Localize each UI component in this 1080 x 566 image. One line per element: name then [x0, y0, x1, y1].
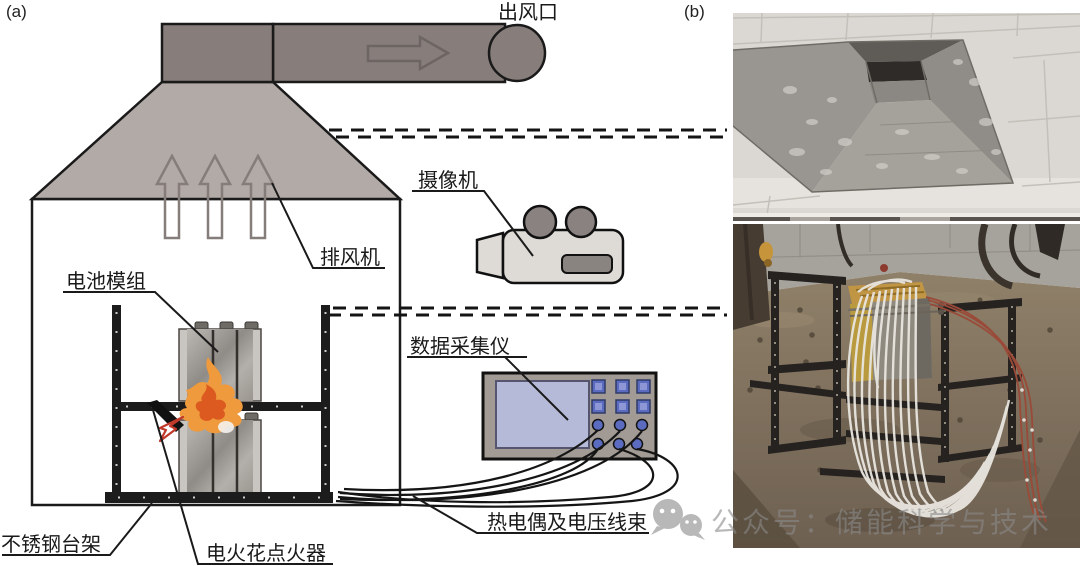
- hood-photo-shape: [733, 39, 1015, 193]
- panel-b-tag: (b): [684, 2, 705, 21]
- flame-icon: [179, 357, 243, 434]
- watermark: 公众号：储能科学与技术: [651, 499, 1052, 540]
- video-camera-icon: [475, 204, 625, 285]
- rig-frame-holes: [774, 282, 1013, 458]
- background-structures: [733, 224, 1065, 330]
- voltage-wires-red: [925, 296, 1047, 523]
- wall-block-lines: [733, 224, 1080, 259]
- ceiling-tile-lines: [733, 13, 1080, 221]
- duct-flow-arrow-icon: [366, 34, 451, 72]
- panel-a-tag: (a): [6, 2, 27, 21]
- label-data-acquisition: 数据采集仪: [410, 335, 510, 358]
- label-air-outlet: 出风口: [498, 1, 558, 24]
- wall-ledge: [733, 213, 1080, 218]
- rig-frame: [750, 271, 1022, 483]
- photo-exhaust-hood: [733, 13, 1080, 221]
- fan-housing: [160, 22, 275, 84]
- label-camera: 摄像机: [418, 169, 478, 192]
- air-outlet-opening: [487, 23, 547, 83]
- photo-floor: [733, 272, 1080, 548]
- label-spark-igniter: 电火花点火器: [206, 542, 326, 565]
- label-stainless-steel-stand: 不锈钢台架: [1, 533, 101, 556]
- thermocouple-wires-white: [846, 278, 1011, 518]
- spark-igniter-icon: [147, 400, 185, 443]
- data-acquisition-unit: [481, 371, 658, 461]
- wechat-icon: [651, 499, 705, 540]
- sensor-wires: [335, 429, 679, 508]
- schematic-panel: 出风口 摄像机 排风机 电池模组 数据采集仪 不锈钢台架 电火花点火器 热电偶及…: [1, 1, 727, 565]
- exhaust-duct: [160, 22, 547, 84]
- yellow-rag: [759, 242, 773, 262]
- camera-view-dashed-lines: [328, 128, 727, 317]
- wire-connectors: [1020, 388, 1037, 502]
- label-thermocouple-harness: 热电偶及电压线束: [487, 511, 647, 534]
- daq-button-highlights: [595, 383, 647, 410]
- label-exhaust-fan: 排风机: [320, 246, 380, 269]
- daq-buttons: [591, 379, 651, 414]
- daq-screen: [495, 380, 590, 449]
- photo-test-rig: [733, 224, 1080, 548]
- hood-mottling: [783, 59, 1001, 175]
- callout-leader-lines: [2, 182, 649, 565]
- watermark-text: 公众号：储能科学与技术: [711, 507, 1052, 538]
- spark-bolt-icon: [158, 415, 185, 443]
- label-battery-module: 电池模组: [66, 270, 146, 293]
